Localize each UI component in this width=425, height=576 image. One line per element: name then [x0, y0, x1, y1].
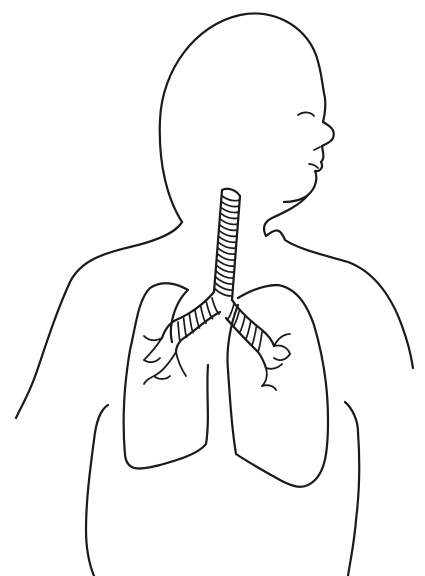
cartilage-ring — [178, 322, 180, 342]
cartilage-ring — [221, 208, 239, 213]
bronchi — [144, 292, 290, 390]
right-bronchus-rings — [227, 304, 262, 352]
cartilage-ring — [195, 310, 200, 328]
trachea — [214, 189, 240, 300]
cartilage-ring — [220, 219, 238, 224]
cartilage-ring — [222, 196, 240, 201]
cartilage-ring — [201, 306, 206, 323]
nose-tip — [314, 147, 320, 150]
cartilage-ring — [258, 332, 262, 352]
mouth — [309, 164, 318, 168]
eye — [298, 112, 314, 116]
cartilage-ring — [252, 326, 257, 345]
cartilage-ring — [220, 225, 238, 231]
cartilage-ring — [212, 298, 219, 314]
cartilage-ring — [189, 314, 193, 333]
head-outline — [160, 13, 334, 236]
cartilage-ring — [246, 321, 251, 339]
cartilage-ring — [239, 315, 245, 333]
cartilage-ring — [206, 302, 212, 319]
left-bronchus-rings — [178, 298, 219, 342]
face-features — [298, 112, 320, 168]
cartilage-ring — [221, 213, 239, 218]
cartilage-ring — [222, 202, 240, 207]
cartilage-ring — [184, 318, 187, 337]
cartilage-ring — [219, 231, 237, 237]
right-lung — [227, 285, 328, 487]
